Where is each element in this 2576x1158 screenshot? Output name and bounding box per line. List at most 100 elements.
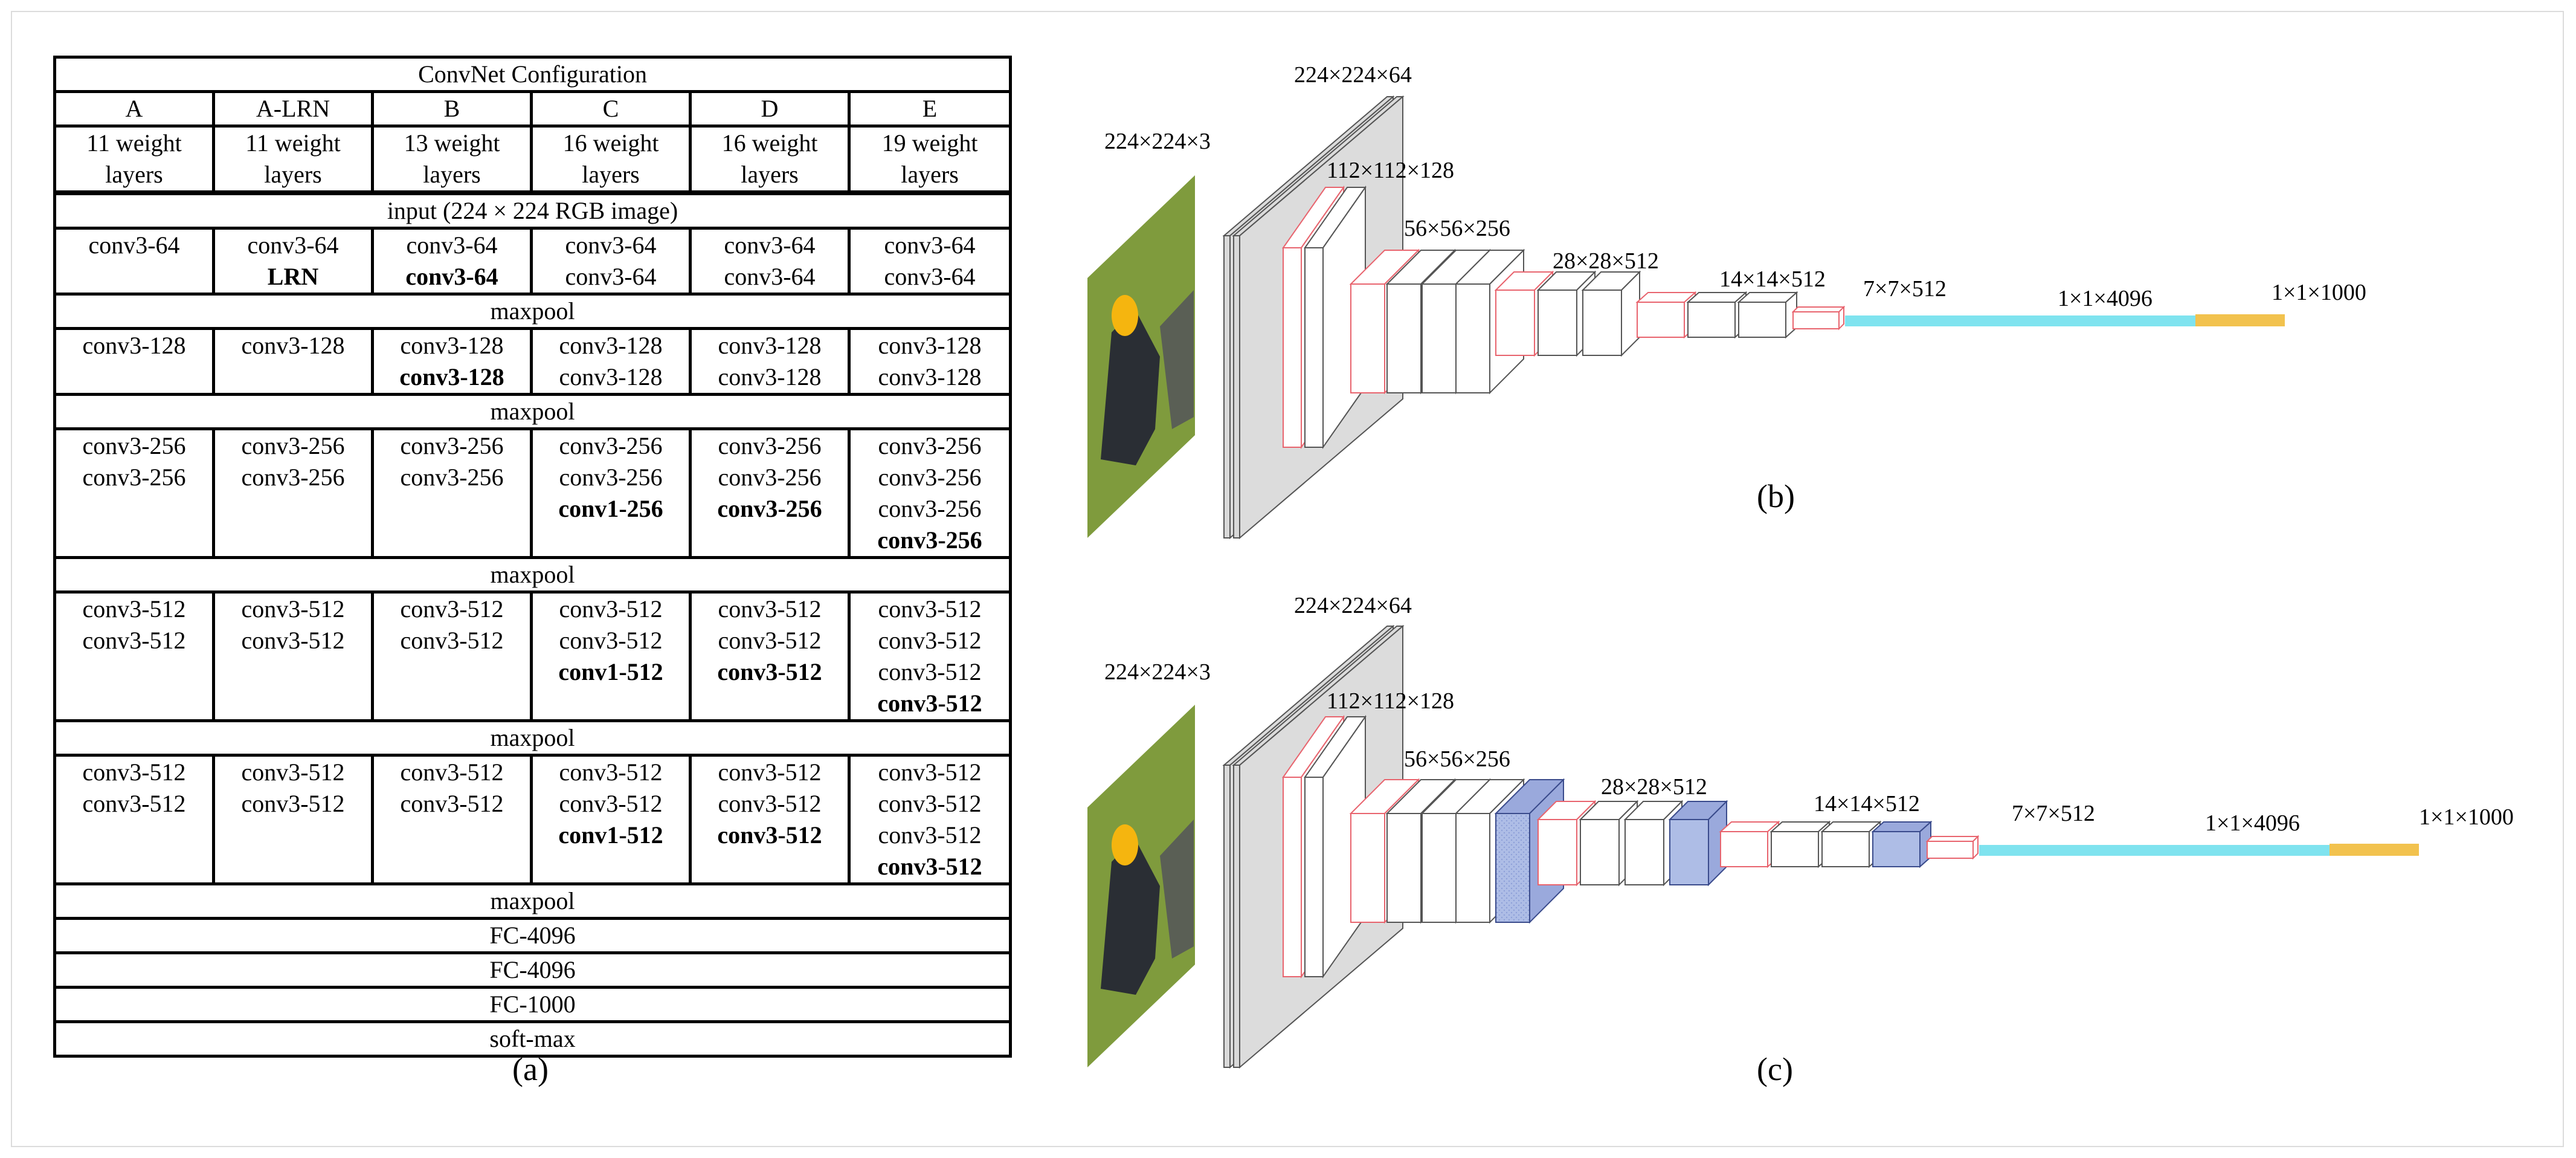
b-conv3d-face	[1455, 283, 1490, 393]
maxpool-row: maxpool	[53, 882, 1013, 920]
layer-entry: conv3-512	[241, 595, 345, 623]
c-conv5a-face	[1720, 831, 1768, 867]
layer-entry: conv3-512	[878, 759, 982, 786]
layer-entry: conv3-256	[241, 432, 345, 459]
layer-entry: conv3-512	[878, 658, 982, 685]
c-conv2b-face	[1304, 777, 1324, 977]
layer-entry: conv3-512	[82, 759, 186, 786]
c-conv3b-face	[1386, 813, 1422, 923]
b-conv3b-face	[1386, 283, 1422, 393]
column-id-a: A	[53, 90, 215, 128]
layer-entry: conv3-512	[400, 759, 504, 786]
column-depth-text: 11 weight	[86, 129, 182, 157]
column-depth-text: 16 weight	[721, 129, 818, 157]
layer-entry: conv3-64	[565, 263, 657, 290]
layer-entry: conv3-256	[878, 464, 982, 491]
column-depth-text: layers	[582, 161, 640, 188]
b-label-softmax: 1×1×1000	[2272, 280, 2366, 305]
layer-entry: conv3-256	[82, 464, 186, 491]
input-row: input (224 × 224 RGB image)	[53, 192, 1013, 230]
column-id-d: D	[689, 90, 851, 128]
layer-entry: conv1-512	[558, 658, 663, 685]
c-pool4-face	[1669, 819, 1709, 885]
column-depth-text: layers	[423, 161, 481, 188]
c-conv3d-face	[1455, 813, 1490, 923]
layer-entry: conv3-512	[400, 627, 504, 654]
column-depth-a: 11 weight layers	[53, 125, 215, 193]
c-pool5-face	[1872, 831, 1921, 867]
caption-b: (b)	[1757, 478, 1795, 514]
column-depth-text: layers	[105, 161, 163, 188]
layer-entry: conv3-256	[400, 432, 504, 459]
layer-entry: conv3-256	[878, 432, 982, 459]
layer-entry: conv3-128	[878, 332, 982, 359]
layer-entry: conv1-512	[558, 821, 663, 849]
column-depth-d: 16 weight layers	[689, 125, 851, 193]
tail-row-3: FC-1000	[53, 986, 1013, 1023]
layer-entry: conv3-512	[718, 790, 822, 817]
b-conv3c-face	[1422, 283, 1457, 393]
column-depth-text: 19 weight	[881, 129, 978, 157]
b-conv5c-face	[1738, 302, 1786, 338]
b-fc4096	[1845, 315, 2195, 326]
layer-entry: conv3-256	[717, 495, 822, 522]
c-fm7-side	[1972, 835, 1979, 860]
layer-entry: conv3-512	[877, 690, 982, 717]
layer-entry: conv3-128	[559, 363, 663, 390]
caption-a: (a)	[512, 1051, 549, 1087]
c-fc1000	[2330, 844, 2419, 856]
c-label-fc: 1×1×4096	[2205, 810, 2300, 836]
layer-entry: conv3-128	[718, 332, 822, 359]
layer-entry: conv3-512	[878, 627, 982, 654]
c-conv4b-face	[1580, 819, 1620, 885]
column-depth-text: 16 weight	[562, 129, 659, 157]
c-conv5c-face	[1821, 831, 1870, 867]
layer-entry: conv3-128	[559, 332, 663, 359]
tail-row-4: soft-max	[53, 1020, 1013, 1058]
layer-entry: conv3-64	[724, 263, 816, 290]
b-input-image-bird-body	[1101, 308, 1160, 465]
column-depth-text: 13 weight	[404, 129, 500, 157]
column-id-c: C	[530, 90, 692, 128]
layer-entry: conv3-256	[877, 526, 982, 554]
tail-row-2: FC-4096	[53, 951, 1013, 989]
layer-entry: conv3-512	[241, 759, 345, 786]
layer-entry: conv3-512	[559, 627, 663, 654]
b-conv4a-face	[1495, 290, 1535, 356]
layer-entry: conv3-256	[718, 432, 822, 459]
block-cell: conv3-128 conv3-128	[530, 327, 692, 396]
layer-entry: conv3-512	[718, 759, 822, 786]
b-conv5b-face	[1687, 302, 1736, 338]
layer-entry: conv3-64	[884, 231, 976, 259]
b-label-conv2: 112×112×128	[1327, 158, 1455, 183]
layer-entry: conv3-512	[717, 658, 822, 685]
b-label-conv5: 14×14×512	[1719, 267, 1826, 292]
b-label-fc: 1×1×4096	[2058, 286, 2153, 311]
b-conv2a-face	[1283, 247, 1302, 448]
c-fm7-top	[1925, 836, 1980, 842]
layer-entry: conv3-512	[400, 790, 504, 817]
layer-entry: conv1-256	[558, 495, 663, 522]
column-depth-text: layers	[741, 161, 799, 188]
layer-entry: conv3-256	[559, 432, 663, 459]
c-label-conv5: 14×14×512	[1814, 791, 1920, 817]
b-conv3a-face	[1350, 283, 1385, 393]
c-conv3c-face	[1422, 813, 1457, 923]
layer-entry: conv3-64	[247, 231, 339, 259]
